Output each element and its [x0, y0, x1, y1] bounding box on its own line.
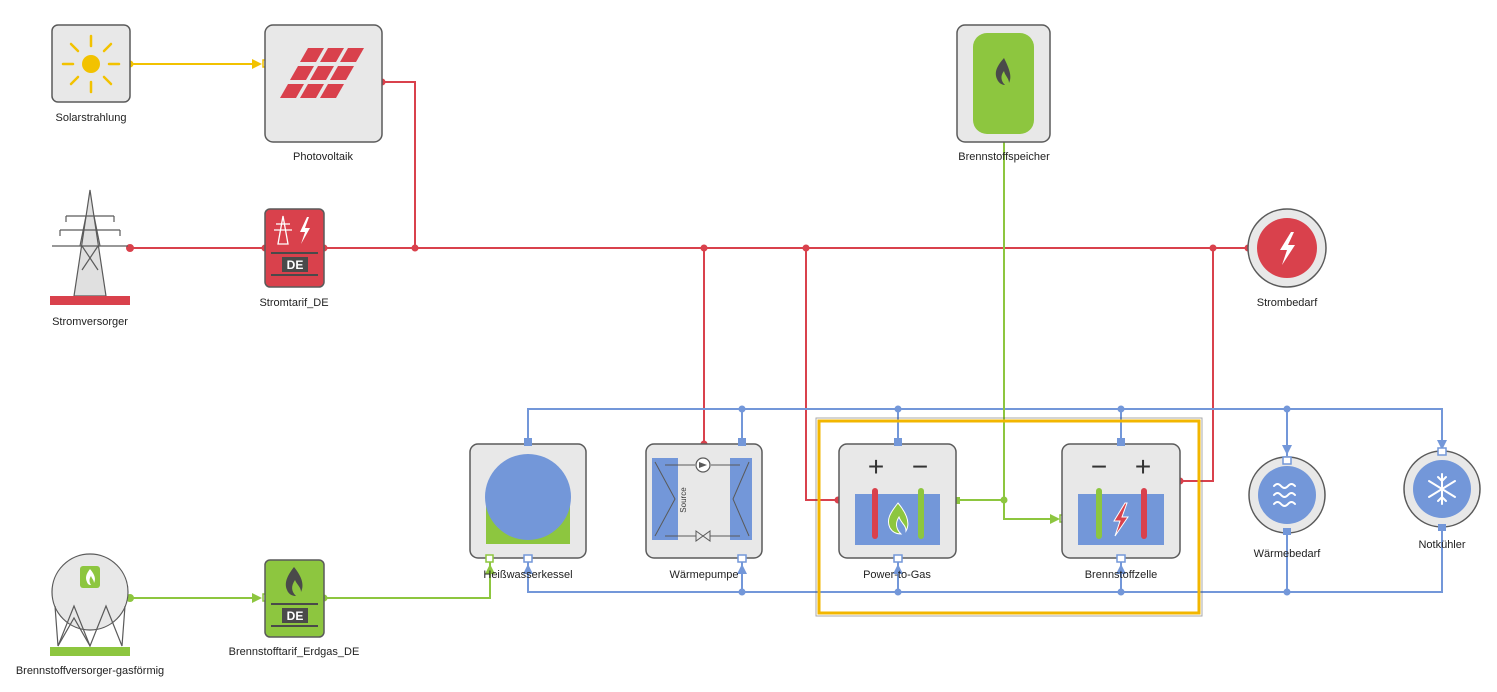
snowflake-icon: [1428, 473, 1456, 505]
node-waermepumpe[interactable]: Source Wärmepumpe: [645, 438, 763, 581]
bolt-icon: [1113, 502, 1129, 537]
minus-sign: −: [1091, 451, 1107, 482]
flame-icon: [285, 567, 303, 596]
flame-icon: [887, 502, 909, 535]
node-waermebedarf[interactable]: Wärmebedarf: [1248, 456, 1326, 560]
power-tower-icon: [52, 189, 128, 297]
minus-sign: −: [912, 451, 928, 482]
label-stromversorger: Stromversorger: [52, 316, 128, 328]
cathode: [1141, 488, 1147, 539]
node-brennstoffversorger-gasfoermig[interactable]: Brennstoffversorger-gasförmig: [16, 553, 164, 677]
label-stromtarif: Stromtarif_DE: [259, 297, 328, 309]
node-brennstofftarif-erdgas[interactable]: DE Brennstofftarif_Erdgas_DE: [229, 559, 360, 658]
anode: [872, 488, 878, 539]
node-stromtarif[interactable]: DE Stromtarif_DE: [259, 208, 329, 309]
label-gas-tariff: Brennstofftarif_Erdgas_DE: [229, 646, 360, 658]
flame-icon: [86, 569, 95, 585]
node-brennstoffzelle[interactable]: − + Brennstoffzelle: [1061, 438, 1181, 581]
heat-network[interactable]: [527, 408, 1443, 593]
svg-text:DE: DE: [287, 258, 304, 272]
gas-sphere-icon: [51, 553, 129, 631]
label-heisswasserkessel: Heißwasserkessel: [483, 569, 572, 581]
heat-waves-icon: [1273, 483, 1296, 507]
label-waermebedarf: Wärmebedarf: [1254, 548, 1322, 560]
label-brennstoffspeicher: Brennstoffspeicher: [958, 151, 1050, 163]
electric-network[interactable]: [130, 81, 1250, 501]
condenser: [730, 458, 752, 540]
label-brennstoffzelle: Brennstoffzelle: [1085, 569, 1158, 581]
anode: [1096, 488, 1102, 539]
ground-bar: [50, 296, 130, 305]
source-label: Source: [679, 487, 688, 513]
label-photovoltaik: Photovoltaik: [293, 151, 353, 163]
node-strombedarf[interactable]: Strombedarf: [1247, 208, 1327, 309]
label-power-to-gas: Power-to-Gas: [863, 569, 931, 581]
solar-panel-icon: [280, 48, 364, 98]
node-photovoltaik[interactable]: Photovoltaik: [264, 24, 383, 163]
label-solarstrahlung: Solarstrahlung: [56, 112, 127, 124]
node-notkuehler[interactable]: Notkühler: [1403, 447, 1481, 551]
tariff-de-badge: DE: [271, 603, 318, 627]
flame-icon: [995, 58, 1011, 85]
label-strombedarf: Strombedarf: [1257, 297, 1318, 309]
bolt-icon: [1280, 232, 1295, 265]
node-solarstrahlung[interactable]: Solarstrahlung: [51, 24, 131, 124]
cathode: [918, 488, 924, 539]
boiler-tank-icon: [485, 454, 571, 540]
node-heisswasserkessel[interactable]: Heißwasserkessel: [469, 438, 587, 581]
svg-text:DE: DE: [287, 609, 304, 623]
evaporator: [652, 458, 678, 540]
pylon-bolt-icon: [274, 215, 310, 245]
plus-sign: +: [1135, 451, 1151, 482]
plus-sign: +: [868, 451, 884, 482]
sun-icon: [61, 34, 121, 94]
node-brennstoffspeicher[interactable]: Brennstoffspeicher: [956, 24, 1051, 163]
selection-highlight[interactable]: [817, 419, 1201, 615]
node-power-to-gas[interactable]: + − Power-to-Gas: [838, 438, 957, 581]
label-notkuehler: Notkühler: [1418, 539, 1465, 551]
heat-junctions: [523, 405, 1447, 596]
tariff-de-badge: DE: [271, 252, 318, 276]
solar-connection[interactable]: [126, 59, 271, 69]
ground-bar: [50, 647, 130, 656]
node-stromversorger[interactable]: Stromversorger: [50, 189, 130, 328]
label-waermepumpe: Wärmepumpe: [669, 569, 738, 581]
label-gas-supplier: Brennstoffversorger-gasförmig: [16, 665, 164, 677]
